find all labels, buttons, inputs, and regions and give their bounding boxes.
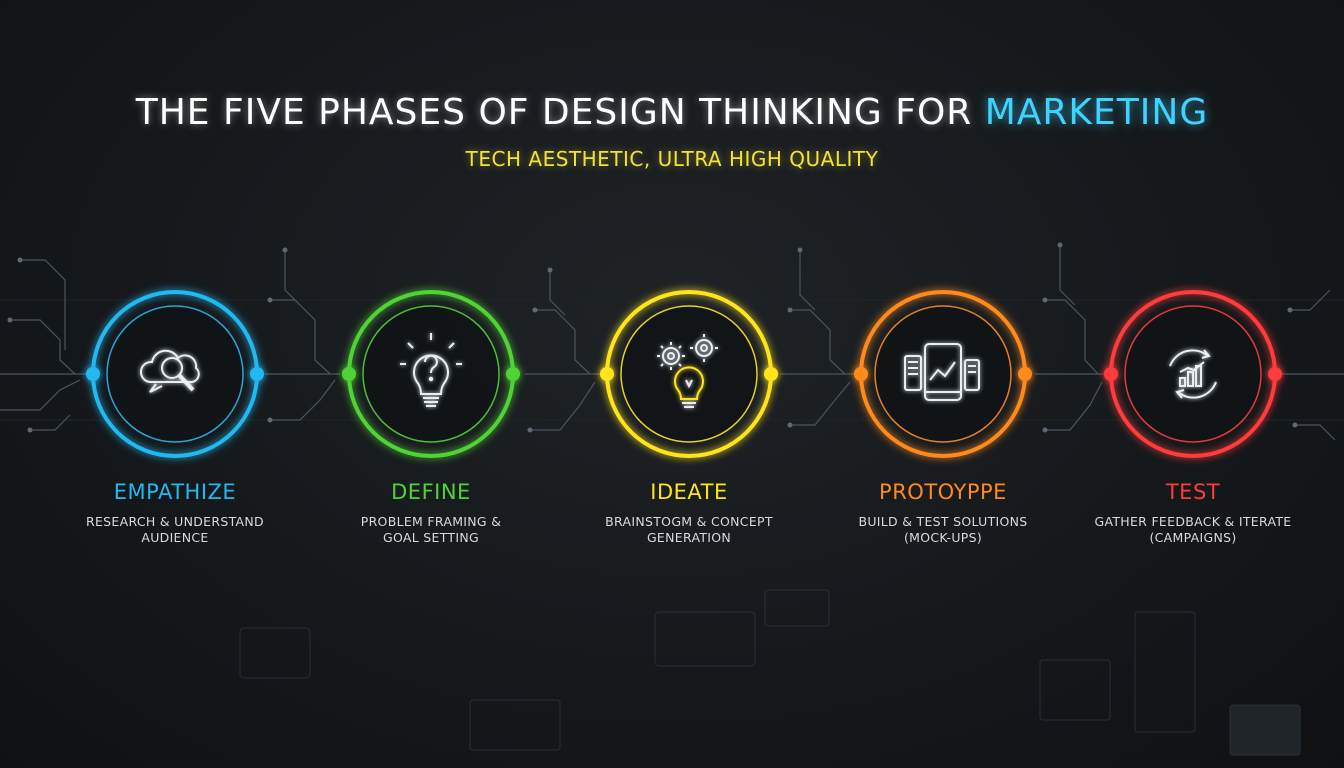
phase-ideate-node [600, 290, 778, 458]
subtitle: TECH AESTHETIC, ULTRA HIGH QUALITY [465, 147, 879, 171]
phase-name: TEST [1165, 480, 1221, 504]
cycle-chart-icon [1169, 349, 1217, 399]
phase-description: BRAINSTOGM & CONCEPT GENERATION [605, 514, 773, 545]
phase-name: EMPATHIZE [113, 480, 237, 504]
phase-define: DEFINE PROBLEM FRAMING & GOAL SETTING [316, 480, 546, 546]
phase-empathize-node [86, 290, 264, 458]
phase-prototype: PROTOYPPE BUILD & TEST SOLUTIONS (MOCK-U… [828, 480, 1058, 546]
phase-ideate: IDEATE BRAINSTOGM & CONCEPT GENERATION [574, 480, 804, 546]
phase-prototype-node [854, 290, 1032, 458]
title-accent: MARKETING [984, 92, 1209, 133]
phase-description: RESEARCH & UNDERSTAND AUDIENCE [86, 514, 264, 545]
header: THE FIVE PHASES OF DESIGN THINKING FOR M… [0, 92, 1344, 171]
circuit-traces [0, 245, 1344, 441]
phase-description: BUILD & TEST SOLUTIONS (MOCK-UPS) [858, 514, 1028, 545]
phase-test-node [1104, 290, 1282, 458]
gears-bulb-icon [657, 334, 718, 408]
phase-description: PROBLEM FRAMING & GOAL SETTING [360, 514, 502, 545]
phase-name: PROTOYPPE [879, 480, 1007, 504]
tablet-chart-icon [904, 343, 980, 401]
phase-description: GATHER FEEDBACK & ITERATE (CAMPAIGNS) [1094, 514, 1292, 545]
phase-name: IDEATE [650, 480, 728, 504]
phase-test: TEST GATHER FEEDBACK & ITERATE (CAMPAIGN… [1078, 480, 1308, 546]
search-cloud-icon [140, 349, 200, 393]
title-main: THE FIVE PHASES OF DESIGN THINKING FOR [135, 92, 985, 133]
phase-define-node [342, 290, 520, 458]
page-title: THE FIVE PHASES OF DESIGN THINKING FOR M… [0, 92, 1344, 133]
phase-empathize: EMPATHIZE RESEARCH & UNDERSTAND AUDIENCE [60, 480, 290, 546]
question-bulb-icon [400, 333, 462, 407]
circuit-nodes [7, 242, 1298, 433]
phase-name: DEFINE [391, 480, 471, 504]
